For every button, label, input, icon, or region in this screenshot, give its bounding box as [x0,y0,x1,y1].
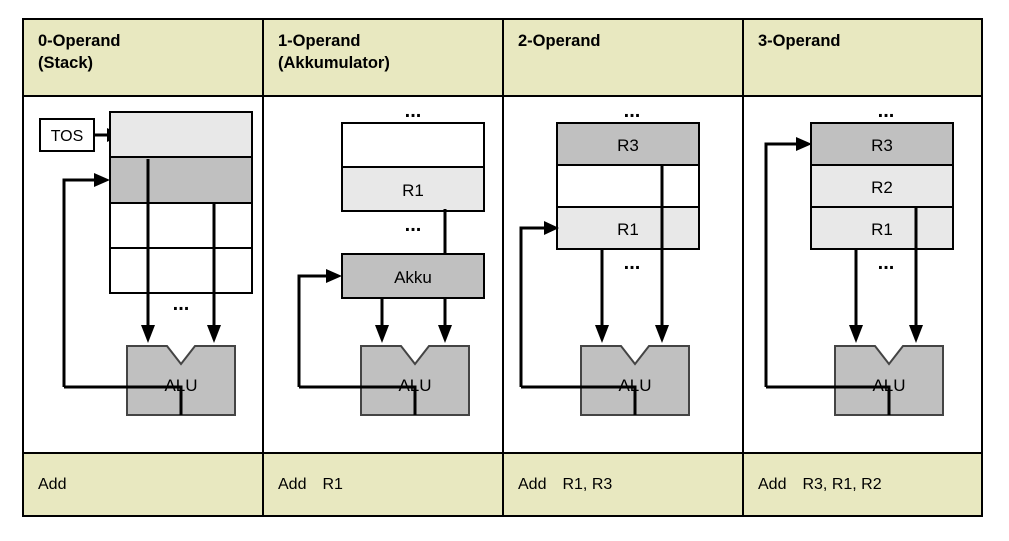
ellipsis-below-registers: ... [878,252,895,274]
instruction-cell-two-operand: Add R1, R3 [504,454,744,515]
alu-shape [126,345,236,416]
table-diagram-row: TOS [24,97,981,454]
stack-cell-0 [109,111,253,158]
alu-feedback-arrow-head-icon [326,269,342,283]
header-cell-two-operand: 2-Operand [504,20,744,95]
alu-result-line [766,385,891,415]
diagram-cell-two-operand: ... R3 R1 ... [504,97,744,452]
operand-arrow-left-icon [595,325,609,343]
alu-shape [580,345,690,416]
instruction-opcode: Add [278,475,307,493]
diagram-cell-one-operand: ... R1 ... Akku [264,97,504,452]
register-cell-r3-label: R3 [617,136,639,155]
register-cell-0 [341,122,485,168]
ellipsis-below-registers: ... [405,214,422,236]
register-cell-r3 [556,122,700,166]
operand-format-table: 0-Operand (Stack) 1-Operand (Akkumulator… [22,18,983,517]
header-cell-zero-operand: 0-Operand (Stack) [24,20,264,95]
operand-arrow-left-icon [849,325,863,343]
accumulator-machine-diagram: ... R1 ... Akku [297,100,485,416]
register-cell-empty [556,164,700,208]
instruction-operands: R1 [322,475,343,493]
instruction-operands: R3, R1, R2 [802,475,882,493]
diagram-cell-three-operand: ... R3 R2 R1 ... [744,97,981,452]
register-cell-r3-label: R3 [871,136,893,155]
stack-cell-3 [109,247,253,294]
instruction-opcode: Add [518,475,547,493]
instruction-cell-three-operand: Add R3, R1, R2 [744,454,981,515]
header-cell-one-operand: 1-Operand (Akkumulator) [264,20,504,95]
operand-arrow-right-icon [909,325,923,343]
ellipsis-above-registers: ... [878,100,895,122]
instruction-opcode: Add [758,475,787,493]
instruction-cell-zero-operand: Add [24,454,264,515]
alu-feedback-path [764,142,796,387]
operand-arrow-right-icon [655,325,669,343]
instruction-operands: R1, R3 [562,475,613,493]
ellipsis-below-registers: ... [624,252,641,274]
header-cell-three-operand: 3-Operand [744,20,981,95]
alu-feedback-path [519,226,544,387]
header-line-1: 2-Operand [518,32,601,50]
two-operand-register-diagram: ... R3 R1 ... [519,100,700,416]
ellipsis-below-stack: ... [173,293,190,315]
header-line-2: (Stack) [38,54,94,73]
register-cell-r1 [556,206,700,250]
accumulator-label: Akku [394,268,432,287]
three-operand-register-diagram: ... R3 R2 R1 ... [764,100,954,416]
alu-feedback-arrow-head-icon [94,173,110,187]
register-cell-r1-label: R1 [617,220,639,239]
register-cell-1-label: R1 [402,181,424,200]
operand-arrow-right-icon [207,325,221,343]
tos-pointer-label: TOS [51,128,84,145]
instruction-cell-one-operand: Add R1 [264,454,504,515]
stack-machine-diagram: TOS [39,111,253,416]
instruction-opcode: Add [38,475,67,493]
register-cell-r2-label: R2 [871,178,893,197]
alu-result-line [299,385,417,415]
operand-arrow-left-icon [375,325,389,343]
alu-result-line [64,385,183,415]
ellipsis-above-registers: ... [405,100,422,122]
operand-arrow-right-icon [438,325,452,343]
alu-feedback-arrow-head-icon [544,221,559,235]
alu-feedback-path [297,274,326,387]
alu-shape [834,345,944,416]
register-cell-1 [341,166,485,212]
table-instruction-row: Add Add R1 Add R1, R3 Add R3, R1, R2 [24,454,981,515]
table-header-row: 0-Operand (Stack) 1-Operand (Akkumulator… [24,20,981,97]
header-line-1: 3-Operand [758,32,841,50]
alu-shape [360,345,470,416]
register-cell-r1 [810,206,954,250]
operand-arrow-left-icon [141,325,155,343]
header-line-2: (Akkumulator) [278,54,390,73]
diagram-cell-zero-operand: TOS [24,97,264,452]
ellipsis-above-registers: ... [624,100,641,122]
alu-result-line [521,385,637,415]
tos-pointer-box [39,118,95,152]
alu-feedback-arrow-head-icon [796,137,812,151]
stack-cell-2 [109,202,253,249]
header-line-1: 1-Operand [278,32,361,50]
header-line-1: 0-Operand [38,32,121,50]
stack-cell-1 [109,156,253,204]
register-cell-r2 [810,164,954,208]
register-cell-r3 [810,122,954,166]
alu-feedback-path [62,178,94,387]
register-cell-r1-label: R1 [871,220,893,239]
accumulator-box [341,253,485,299]
